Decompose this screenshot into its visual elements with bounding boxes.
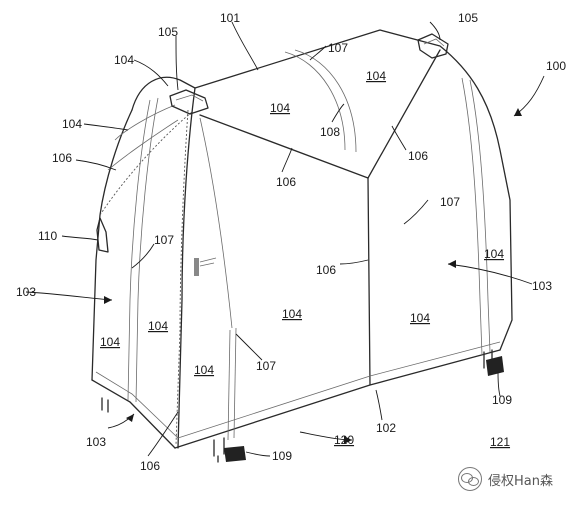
ref-121: 121 [490, 435, 510, 449]
cover-outline [91, 29, 513, 449]
ref-110: 110 [38, 229, 57, 243]
side-tab [96, 217, 109, 253]
ref-103-left: 103 [16, 285, 36, 299]
ref-104-front-low: 104 [194, 363, 214, 377]
ref-104-left: 104 [62, 117, 82, 131]
vent-left [169, 89, 209, 115]
ref-106-left: 106 [52, 151, 72, 165]
leader-lines [25, 21, 545, 457]
ref-107-front: 107 [256, 359, 276, 373]
watermark: 侵权Han森 [458, 466, 553, 492]
ref-107-right: 107 [440, 195, 460, 209]
ref-105-right: 105 [458, 11, 478, 25]
ref-101: 101 [220, 11, 240, 25]
ref-104-front-right: 104 [410, 311, 430, 325]
ref-104-top-right: 104 [366, 69, 386, 83]
watermark-text: 侵权Han森 [488, 473, 553, 489]
panel-seams [95, 49, 501, 446]
wechat-icon [458, 467, 482, 491]
ref-108: 108 [320, 125, 340, 139]
vent-right [417, 33, 449, 59]
ref-103-right: 103 [532, 279, 552, 293]
logo-tag [194, 257, 217, 276]
ref-109-front: 109 [272, 449, 292, 463]
ref-106-right: 106 [408, 149, 428, 163]
reference-numerals: 101 107 104 105 105 104 100 104 108 104 … [16, 11, 566, 473]
strap-buckle-front [213, 437, 246, 463]
ref-104-front-center: 104 [282, 307, 302, 321]
ref-106-bottom: 106 [140, 459, 160, 473]
ref-107-top: 107 [328, 41, 348, 55]
ref-107-left: 107 [154, 233, 174, 247]
ref-106-center: 106 [316, 263, 336, 277]
ref-103-bottom: 103 [86, 435, 106, 449]
ref-102: 102 [376, 421, 396, 435]
ref-100: 100 [546, 59, 566, 73]
ref-106-front: 106 [276, 175, 296, 189]
ref-104-side-low: 104 [100, 335, 120, 349]
ref-104-upper-left: 104 [114, 53, 134, 67]
ref-120: 120 [334, 433, 354, 447]
ref-104-top-front: 104 [270, 101, 290, 115]
ref-109-right: 109 [492, 393, 512, 407]
ref-104-right-side: 104 [484, 247, 504, 261]
ref-104-side-mid: 104 [148, 319, 168, 333]
strap-buckle-back [101, 349, 504, 413]
ref-105-left: 105 [158, 25, 178, 39]
